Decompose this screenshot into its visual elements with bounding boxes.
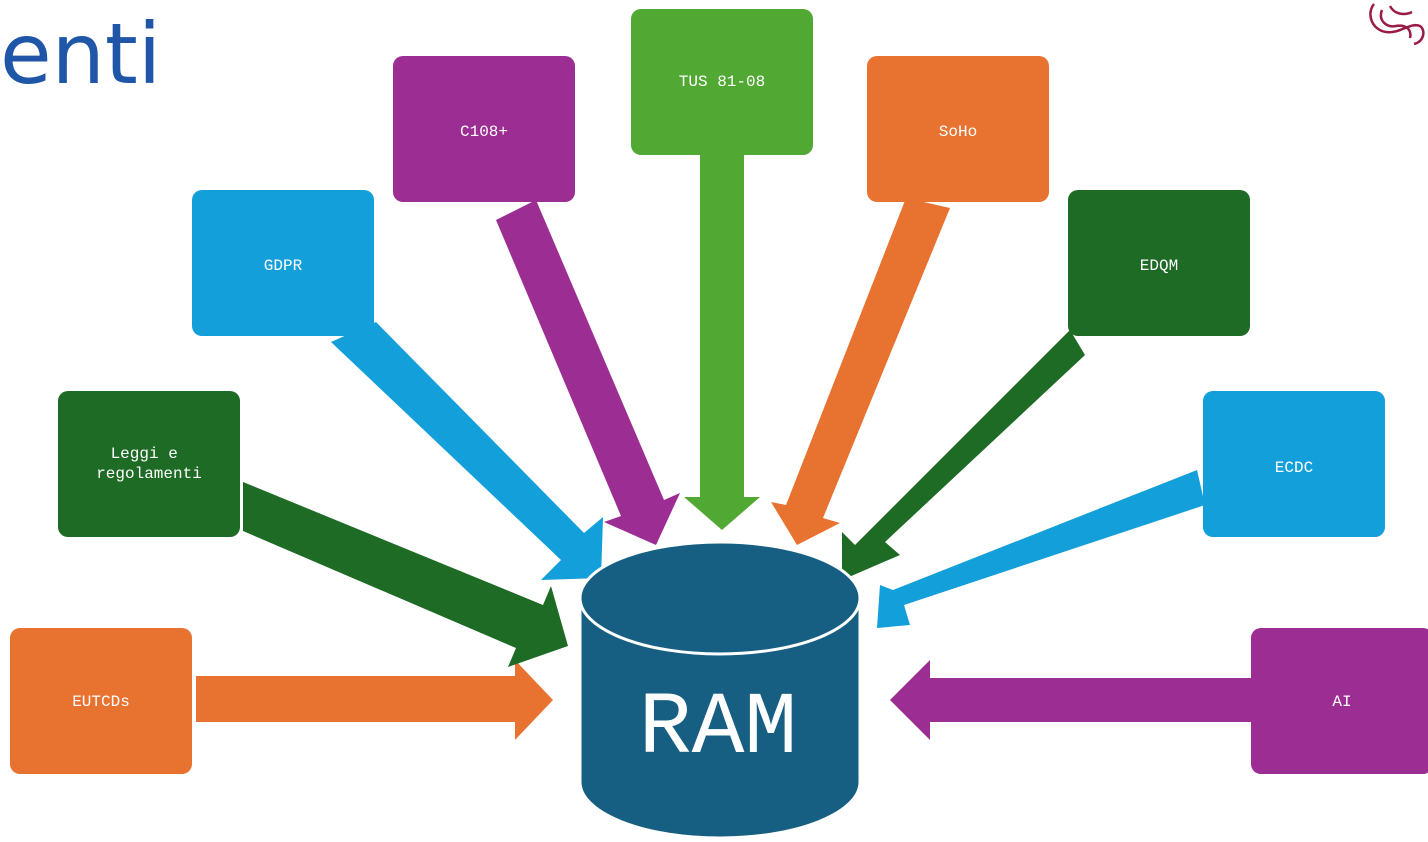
label-edqm: EDQM — [1140, 257, 1178, 275]
logo-icon — [1369, 3, 1425, 46]
label-soho: SoHo — [939, 123, 977, 141]
arrow-soho — [771, 198, 950, 545]
label-eutcds: EUTCDs — [72, 693, 130, 711]
arrow-edqm — [842, 330, 1085, 580]
label-ai: AI — [1332, 693, 1351, 711]
label-leggi: Leggi e regolamenti — [96, 445, 202, 483]
ram-database-icon: RAM — [578, 540, 862, 840]
arrow-tus — [684, 155, 760, 530]
box-leggi — [58, 391, 240, 537]
label-gdpr: GDPR — [264, 257, 303, 275]
slide-title: enti — [0, 5, 162, 103]
box-ecdc — [1203, 391, 1385, 537]
arrow-ai — [890, 660, 1251, 740]
label-tus: TUS 81-08 — [679, 73, 765, 91]
arrow-gdpr — [331, 322, 603, 580]
box-tus — [631, 9, 813, 155]
label-c108: C108+ — [460, 123, 508, 141]
arrow-leggi — [243, 482, 568, 667]
box-soho — [867, 56, 1049, 202]
label-ecdc: ECDC — [1275, 459, 1313, 477]
box-edqm — [1068, 190, 1250, 336]
ram-label: RAM — [639, 680, 797, 779]
arrow-eutcds — [196, 660, 553, 740]
box-gdpr — [192, 190, 374, 336]
label-leggi-line2: regolamenti — [96, 465, 202, 483]
arrow-c108 — [496, 200, 680, 545]
box-c108 — [393, 56, 575, 202]
box-ai — [1251, 628, 1428, 774]
label-leggi-line1: Leggi e — [111, 445, 178, 463]
box-eutcds — [10, 628, 192, 774]
arrow-ecdc — [877, 470, 1205, 628]
